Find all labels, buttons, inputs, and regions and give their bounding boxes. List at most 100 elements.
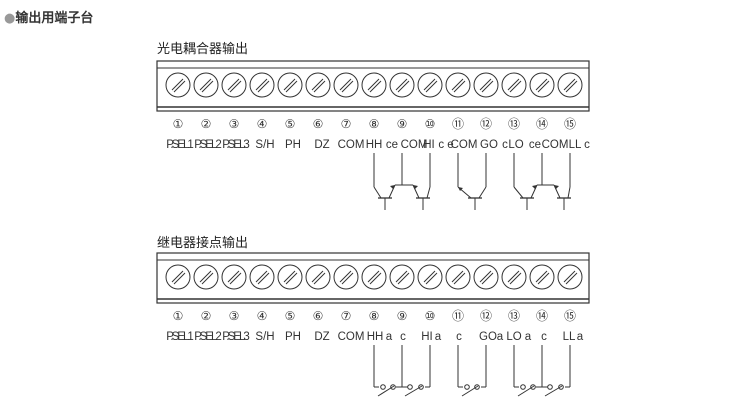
- screw-slot: [423, 78, 436, 91]
- heading-text: 输出用端子台: [15, 11, 94, 26]
- terminal-label: LO: [506, 331, 521, 343]
- screw-terminal-icon: [277, 72, 303, 98]
- terminal-label: COM: [401, 139, 428, 151]
- terminal-label: P.SEL1: [166, 139, 194, 151]
- screw-slot: [565, 272, 578, 285]
- screw-terminal-icon: [557, 264, 583, 290]
- terminal-label: COM: [338, 331, 365, 343]
- screw-terminal-icon: [445, 264, 471, 290]
- screw-terminal-icon: [221, 264, 247, 290]
- terminal-label: HH: [367, 331, 384, 343]
- screw-slot: [257, 272, 270, 285]
- terminal-label: COM: [542, 139, 569, 151]
- collector: [567, 186, 571, 199]
- screw-slot: [453, 80, 466, 93]
- terminal-number: ⑧: [369, 309, 380, 323]
- contact-point-icon: [380, 384, 386, 390]
- screw-slot: [535, 78, 548, 91]
- screw-terminal-icon: [193, 72, 219, 98]
- relay-switch-lever: [377, 385, 395, 397]
- terminal-label: COM: [451, 139, 478, 151]
- screw-slot: [199, 270, 212, 283]
- terminal-number: ⑤: [285, 117, 296, 131]
- terminal-label: a: [525, 331, 532, 343]
- terminal-label: c: [584, 139, 590, 151]
- page-heading: ●输出用端子台: [4, 7, 93, 26]
- terminal-number: ⑭: [536, 117, 548, 131]
- screw-terminal-icon: [501, 72, 527, 98]
- terminal-number: ⑥: [313, 309, 324, 323]
- screw-terminal-icon: [417, 264, 443, 290]
- terminal-label: a: [435, 331, 442, 343]
- terminal-number: ①: [173, 117, 184, 131]
- emitter-arrow-icon: [554, 185, 559, 189]
- terminal-number: ⑧: [369, 117, 380, 131]
- terminal-label: PH: [285, 139, 301, 151]
- screw-slot: [339, 270, 352, 283]
- screw-slot: [171, 78, 184, 91]
- bullet-icon: ●: [4, 11, 16, 26]
- terminal-number: ⑭: [536, 309, 548, 323]
- terminal-label: S/H: [255, 139, 274, 151]
- terminal-number: ③: [229, 309, 240, 323]
- emitter-arrow-icon: [390, 185, 395, 189]
- screw-slot: [341, 272, 354, 285]
- screw-terminal-icon: [221, 72, 247, 98]
- terminal-number: ④: [257, 309, 268, 323]
- screw-slot: [369, 80, 382, 93]
- emitter: [530, 184, 538, 199]
- screw-terminal-icon: [277, 264, 303, 290]
- terminal-label: LO: [508, 139, 523, 151]
- terminal-label: P.SEL2: [194, 139, 222, 151]
- terminal-label: ce: [529, 139, 541, 151]
- screw-slot: [395, 78, 408, 91]
- screw-slot: [537, 80, 550, 93]
- screw-terminal-icon: [305, 264, 331, 290]
- screw-slot: [229, 272, 242, 285]
- relay-switch-lever: [517, 385, 535, 397]
- terminal-label: GO: [480, 139, 498, 151]
- terminal-number: ⑦: [341, 117, 352, 131]
- terminal-label: DZ: [314, 139, 329, 151]
- terminal-label: c: [502, 139, 508, 151]
- terminal-number: ⑩: [425, 117, 436, 131]
- terminal-label: P.SEL2: [194, 331, 222, 343]
- relay-switch-lever: [544, 385, 563, 397]
- terminal-label: P.SEL1: [166, 331, 194, 343]
- terminal-number: ②: [201, 117, 212, 131]
- relay-switch-lever: [404, 385, 423, 397]
- screw-slot: [507, 78, 520, 91]
- terminal-label: a: [386, 331, 393, 343]
- screw-terminal-icon: [165, 264, 191, 290]
- screw-slot: [423, 270, 436, 283]
- terminal-number: ⑩: [425, 309, 436, 323]
- terminal-label: DZ: [314, 331, 329, 343]
- terminal-label: c e: [438, 139, 453, 151]
- contact-point-icon: [464, 384, 470, 390]
- screw-slot: [229, 80, 242, 93]
- screw-slot: [257, 80, 270, 93]
- emitter: [412, 184, 420, 199]
- screw-slot: [255, 78, 268, 91]
- screw-slot: [563, 78, 576, 91]
- screw-terminal-icon: [473, 72, 499, 98]
- screw-slot: [283, 78, 296, 91]
- terminal-number: ②: [201, 309, 212, 323]
- screw-slot: [171, 270, 184, 283]
- screw-slot: [173, 80, 186, 93]
- screw-terminal-icon: [501, 264, 527, 290]
- transistor-icon: [520, 197, 534, 210]
- terminal-number: ④: [257, 117, 268, 131]
- relay-switch-lever: [461, 385, 479, 397]
- terminal-label: PH: [285, 331, 301, 343]
- screw-slot: [199, 78, 212, 91]
- terminal-number: ⑪: [452, 117, 464, 131]
- screw-slot: [367, 78, 380, 91]
- screw-slot: [453, 272, 466, 285]
- terminal-label: ce: [386, 139, 398, 151]
- emitter: [553, 184, 561, 199]
- terminal-label: c: [541, 331, 547, 343]
